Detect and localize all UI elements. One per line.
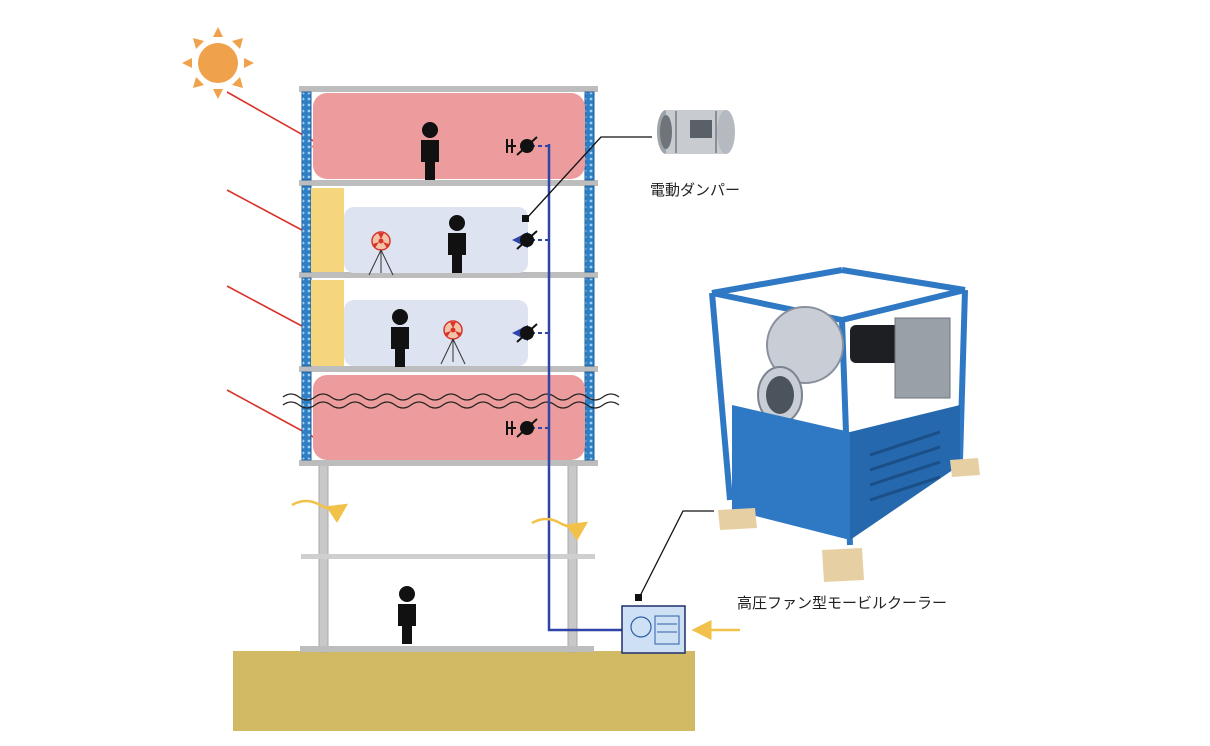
- second-floor-beam: [301, 554, 595, 559]
- cool-air-duct: [547, 144, 622, 632]
- leader-dot: [635, 594, 642, 601]
- fan-icon: [440, 320, 466, 365]
- cooler-label: 高圧ファン型モービルクーラー: [737, 594, 947, 612]
- leader-lines: [525, 136, 714, 599]
- damper-label: 電動ダンパー: [650, 181, 740, 199]
- insulation-panel-2: [311, 188, 344, 272]
- sun-icon: [182, 27, 254, 99]
- insulation-panel-3: [311, 280, 344, 366]
- damper-icon: [516, 136, 538, 156]
- leader-dot: [522, 215, 529, 222]
- person-icon: [391, 309, 409, 367]
- damper-closed-mark: [506, 421, 516, 435]
- damper-icon: [516, 230, 538, 250]
- ground-floor-slab: [300, 646, 594, 652]
- person-icon: [421, 122, 439, 180]
- cool-zone-2: [344, 207, 528, 273]
- break-lines: [282, 393, 620, 409]
- duct-damper-icon: [657, 110, 735, 154]
- mobile-cooler-icon: [709, 267, 980, 582]
- cooler-unit-icon: [621, 605, 686, 654]
- wind-arrows: [291, 499, 589, 542]
- ground: [233, 651, 695, 731]
- person-icon: [398, 586, 416, 644]
- hot-room-top: [313, 93, 585, 179]
- fan-icon: [368, 231, 394, 276]
- damper-icon: [516, 418, 538, 438]
- damper-icon: [516, 323, 538, 343]
- hot-room-bottom: [313, 375, 585, 460]
- cool-zone-3: [344, 300, 528, 366]
- damper-closed-mark: [506, 139, 516, 153]
- person-icon: [448, 215, 466, 273]
- floor-slabs: [299, 86, 598, 466]
